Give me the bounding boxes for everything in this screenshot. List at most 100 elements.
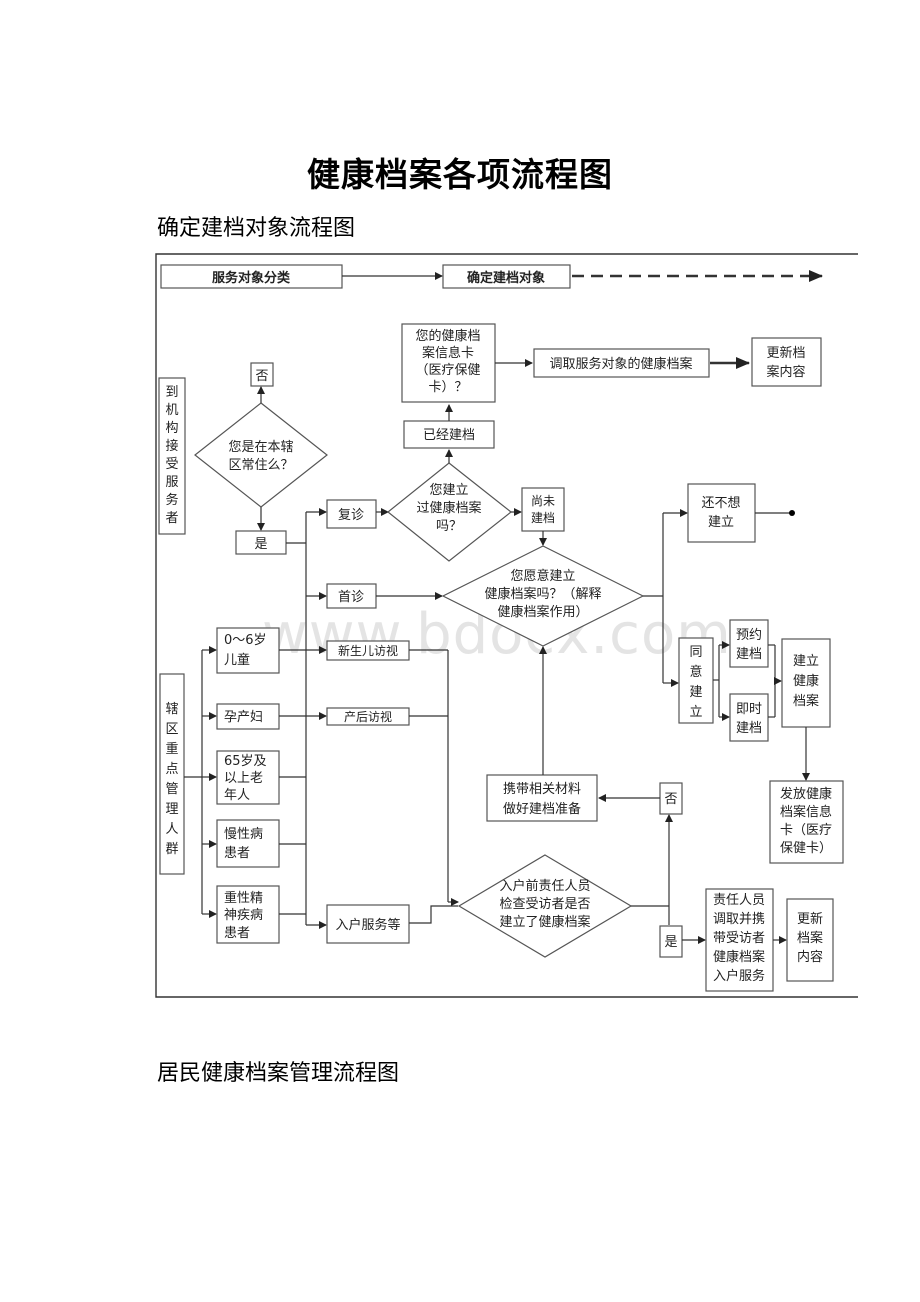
not-yet-line-2: 建立 <box>708 515 734 530</box>
update-bottom-box <box>786 898 834 982</box>
header-right-box <box>442 264 571 289</box>
postpartum-label: 产后访视 <box>344 709 392 724</box>
walkin-box <box>158 377 186 535</box>
frame <box>155 253 858 998</box>
first-visit-box <box>326 583 377 609</box>
card-q-line-1: 您的健康档 <box>415 328 480 344</box>
built-q-line-3: 吗？ <box>436 519 462 534</box>
issue-card-line-2: 档案信息 <box>780 804 832 820</box>
agree-box <box>678 637 714 724</box>
not-built-line-1: 尚未 <box>531 494 555 508</box>
revisit-label: 复诊 <box>338 508 364 523</box>
chronic-line-2: 患者 <box>224 846 250 861</box>
yes-bottom-label: 是 <box>664 935 677 950</box>
chronic-box <box>216 819 280 868</box>
mental-line-1: 重性精 <box>224 890 263 906</box>
update-bottom-line-1: 更新 <box>797 911 823 927</box>
yes-bottom-box <box>659 925 683 958</box>
built-box <box>403 420 495 449</box>
no-top-box <box>250 362 274 387</box>
staff-line-5: 入户服务 <box>713 968 765 984</box>
issue-card-line-1: 发放健康 <box>780 786 832 802</box>
card-q-line-2: 案信息卡 <box>422 345 474 361</box>
home-diamond <box>457 854 633 958</box>
home-service-box <box>326 904 410 944</box>
appointment-box <box>729 619 769 668</box>
elderly-line-3: 年人 <box>224 788 250 803</box>
instant-line-2: 建档 <box>736 721 762 736</box>
not-yet-box <box>687 483 756 543</box>
agree-line-3: 建 <box>689 685 702 700</box>
card-q-box <box>401 323 496 403</box>
resident-q-line-1: 您是在本辖 <box>228 439 293 455</box>
willing-q-line-3: 健康档案作用） <box>497 604 588 620</box>
key-groups-box <box>159 673 185 875</box>
built-q-line-1: 您建立 <box>429 482 468 498</box>
children-line-2: 儿童 <box>224 652 250 668</box>
mental-line-2: 神疾病 <box>224 908 263 923</box>
issue-card-line-4: 保健卡） <box>780 841 832 856</box>
retrieve-label: 调取服务对象的健康档案 <box>549 356 692 372</box>
first-visit-label: 首诊 <box>338 590 364 605</box>
built-q-line-2: 过健康档案 <box>416 500 481 516</box>
elderly-line-2: 以上老 <box>224 771 263 786</box>
update-bottom-line-3: 内容 <box>797 949 823 965</box>
update-top-line-1: 更新档 <box>766 345 805 361</box>
issue-card-line-3: 卡（医疗 <box>780 823 832 838</box>
agree-line-1: 同 <box>689 645 702 660</box>
card-q-line-4: 卡）？ <box>428 380 467 395</box>
elderly-box <box>216 750 280 805</box>
key-groups-label: 辖区重点管理人群 <box>165 701 178 857</box>
header-right-label: 确定建档对象 <box>467 270 545 286</box>
not-yet-line-1: 还不想 <box>701 495 740 511</box>
create-line-3: 档案 <box>793 694 819 709</box>
appointment-line-1: 预约 <box>736 628 762 643</box>
home-q-line-3: 建立了健康档案 <box>499 914 590 930</box>
update-top-box <box>751 337 822 387</box>
header-left-label: 服务对象分类 <box>212 270 291 286</box>
willing-q-line-2: 健康档案吗？（解释 <box>484 586 601 602</box>
yes-left-label: 是 <box>254 537 267 552</box>
retrieve-box <box>533 348 710 378</box>
no-bottom-label: 否 <box>664 792 677 807</box>
willing-q-line-1: 您愿意建立 <box>510 568 575 584</box>
chronic-line-1: 慢性病 <box>224 826 263 842</box>
section-heading-1: 确定建档对象流程图 <box>157 216 356 241</box>
instant-box <box>729 693 769 742</box>
home-q-line-1: 入户前责任人员 <box>499 878 590 894</box>
page-title: 健康档案各项流程图 <box>307 155 613 194</box>
resident-q-line-2: 区常住么？ <box>228 458 293 473</box>
newborn-label: 新生儿访视 <box>338 643 398 658</box>
children-box <box>216 627 280 674</box>
instant-line-1: 即时 <box>736 702 762 717</box>
prepare-box <box>486 774 598 822</box>
agree-line-4: 立 <box>689 705 702 720</box>
prepare-line-2: 做好建档准备 <box>503 801 581 817</box>
staff-box <box>705 888 774 992</box>
prepare-line-1: 携带相关材料 <box>503 781 581 797</box>
appointment-line-2: 建档 <box>736 647 762 662</box>
elderly-line-1: 65岁及 <box>224 754 267 769</box>
not-built-line-2: 建档 <box>531 511 555 525</box>
agree-line-2: 意 <box>689 664 702 680</box>
staff-line-2: 调取并携 <box>713 911 765 927</box>
mental-line-3: 患者 <box>224 926 250 941</box>
staff-line-1: 责任人员 <box>713 893 765 908</box>
revisit-box <box>326 499 377 529</box>
no-top-label: 否 <box>255 369 268 384</box>
built-diamond <box>387 462 512 562</box>
create-line-1: 建立 <box>793 654 819 669</box>
update-bottom-line-2: 档案 <box>797 931 823 946</box>
pregnant-label: 孕产妇 <box>224 709 263 725</box>
create-box <box>781 638 831 728</box>
issue-card-box <box>769 780 844 864</box>
not-built-box <box>521 487 565 532</box>
walkin-label: 到机构接受服务者 <box>165 385 178 526</box>
staff-line-3: 带受访者 <box>713 931 765 946</box>
built-label: 已经建档 <box>423 428 475 443</box>
children-line-1: 0～6岁 <box>224 633 267 648</box>
resident-diamond <box>194 402 328 508</box>
section-heading-2: 居民健康档案管理流程图 <box>157 1061 400 1086</box>
card-q-line-3: （医疗保健 <box>415 363 480 378</box>
